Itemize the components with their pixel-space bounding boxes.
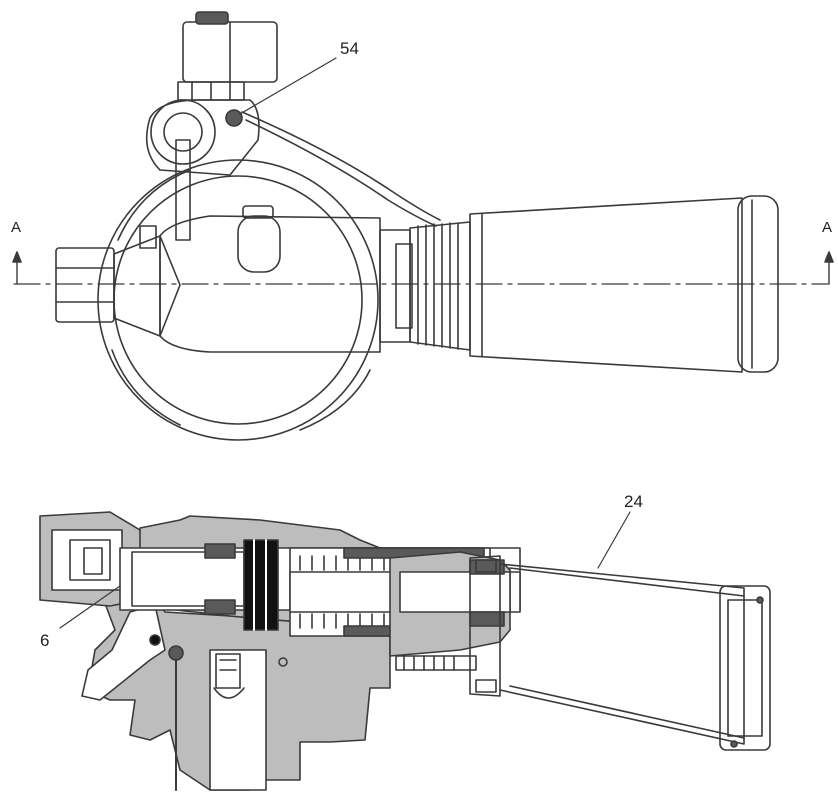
section-label-right: A [822, 219, 833, 236]
callout-24: 24 [624, 492, 643, 511]
housing-grip-ridges [111, 169, 371, 431]
barrel-window [237, 215, 281, 273]
port-54 [225, 109, 243, 127]
barrel-tip [159, 235, 181, 337]
callout-6: 6 [40, 631, 50, 650]
nozzle-hex [55, 247, 115, 323]
connector-cap [195, 11, 229, 25]
lug-ring-inner [163, 112, 203, 152]
housing-inner-ring [113, 175, 363, 425]
piston-seal [243, 539, 279, 631]
housing-outer-ring [97, 159, 379, 441]
cup-body [469, 197, 743, 373]
leader-24 [597, 511, 631, 569]
trigger [81, 604, 166, 701]
section-label-left: A [11, 219, 22, 236]
barrel-knob [242, 205, 274, 219]
cup-section [499, 563, 745, 745]
lug-ring-outer [150, 99, 216, 165]
callout-54: 54 [340, 39, 359, 58]
nozzle-neck [113, 235, 161, 337]
cup-collar [469, 555, 501, 697]
lug-stem [175, 139, 191, 241]
top-view [12, 11, 834, 441]
leader-6 [59, 585, 121, 629]
cup-lid [719, 585, 771, 751]
leader-54 [239, 57, 337, 115]
piston-left [131, 551, 245, 607]
body-pin [278, 657, 288, 667]
barrel-body [159, 215, 381, 353]
section-view [39, 511, 771, 791]
trigger-pivot [149, 634, 161, 646]
cable [241, 111, 441, 221]
upper-lug [145, 99, 260, 176]
threaded-section [409, 221, 471, 351]
trigger-pin [168, 645, 184, 661]
barrel-collar [379, 229, 411, 343]
